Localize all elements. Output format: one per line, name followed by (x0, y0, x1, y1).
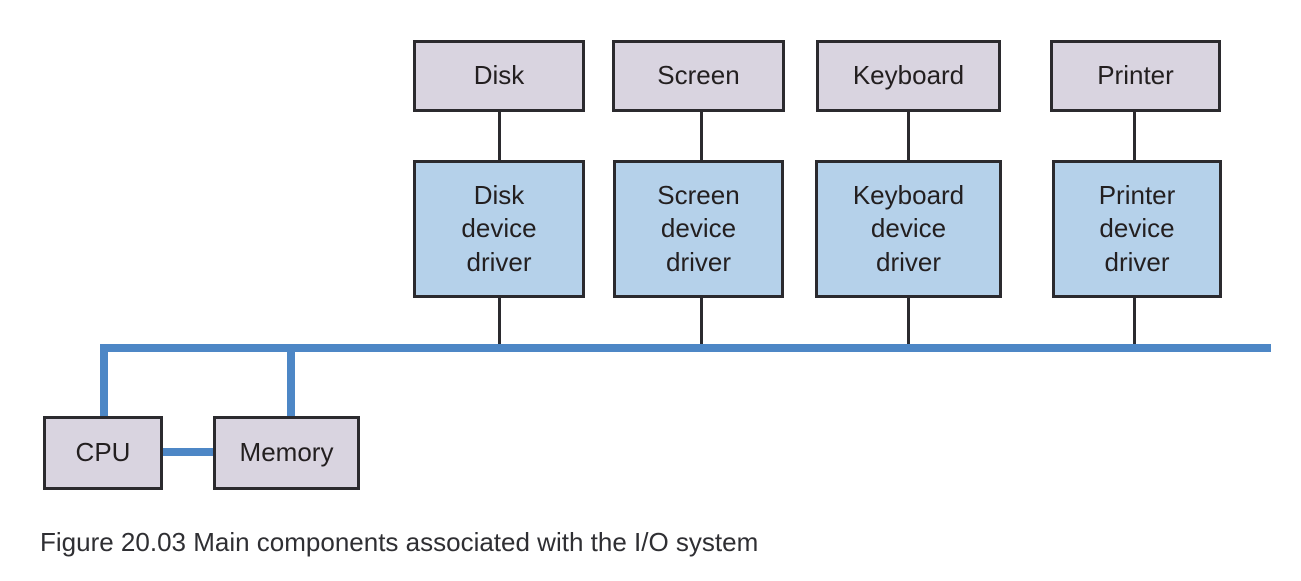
driver-box-disk: Disk device driver (413, 160, 585, 298)
connector-screen-to-driver (700, 112, 703, 160)
connector-keyboard-driver-to-bus (907, 298, 910, 345)
device-box-disk: Disk (413, 40, 585, 112)
connector-disk-driver-to-bus (498, 298, 501, 345)
device-box-keyboard: Keyboard (816, 40, 1001, 112)
cpu-memory-connector (161, 448, 215, 456)
cpu-box: CPU (43, 416, 163, 490)
device-box-screen: Screen (612, 40, 785, 112)
bus-to-memory-connector (287, 344, 295, 416)
device-label-screen: Screen (657, 60, 740, 91)
driver-label-screen: Screen device driver (657, 180, 740, 277)
device-label-keyboard: Keyboard (852, 60, 965, 91)
connector-keyboard-to-driver (907, 112, 910, 160)
memory-label: Memory (239, 437, 334, 468)
driver-label-printer: Printer device driver (1098, 180, 1176, 277)
system-bus (100, 344, 1271, 352)
connector-printer-driver-to-bus (1133, 298, 1136, 345)
driver-label-keyboard: Keyboard device driver (852, 180, 965, 277)
device-box-printer: Printer (1050, 40, 1221, 112)
driver-box-printer: Printer device driver (1052, 160, 1222, 298)
figure-caption: Figure 20.03 Main components associated … (40, 527, 759, 557)
connector-printer-to-driver (1133, 112, 1136, 160)
connector-disk-to-driver (498, 112, 501, 160)
driver-box-keyboard: Keyboard device driver (815, 160, 1002, 298)
cpu-label: CPU (75, 437, 131, 468)
bus-to-cpu-connector (100, 344, 108, 416)
memory-box: Memory (213, 416, 360, 490)
driver-box-screen: Screen device driver (613, 160, 784, 298)
connector-screen-driver-to-bus (700, 298, 703, 345)
driver-label-disk: Disk device driver (461, 180, 537, 277)
device-label-printer: Printer (1097, 60, 1174, 91)
device-label-disk: Disk (473, 60, 525, 91)
